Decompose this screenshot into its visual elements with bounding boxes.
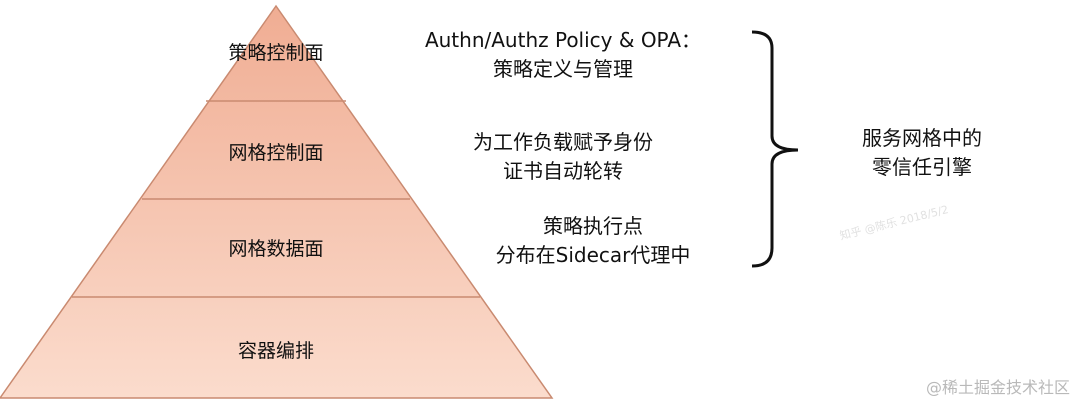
description-identity-line1: 为工作负载赋予身份 xyxy=(473,130,653,154)
pyramid-shape xyxy=(0,4,554,399)
description-policy-line2: 策略定义与管理 xyxy=(493,57,633,81)
layer-label-mesh-data: 网格数据面 xyxy=(228,238,324,260)
description-enforcement: 策略执行点 分布在Sidecar代理中 xyxy=(448,212,738,270)
summary-line1: 服务网格中的 xyxy=(862,126,982,150)
summary-text: 服务网格中的 零信任引擎 xyxy=(822,124,1022,182)
description-enforcement-line2: 分布在Sidecar代理中 xyxy=(495,243,691,267)
description-policy-line1: Authn/Authz Policy & OPA： xyxy=(424,28,702,52)
layer-label-mesh-control: 网格控制面 xyxy=(228,142,324,164)
summary-line2: 零信任引擎 xyxy=(872,155,972,179)
description-policy: Authn/Authz Policy & OPA： 策略定义与管理 xyxy=(388,26,738,84)
layer-label-policy-control: 策略控制面 xyxy=(228,42,324,64)
layer-label-container: 容器编排 xyxy=(237,340,314,362)
description-identity: 为工作负载赋予身份 证书自动轮转 xyxy=(438,128,688,186)
bracket-brace xyxy=(751,30,799,268)
description-identity-line2: 证书自动轮转 xyxy=(503,159,623,183)
description-enforcement-line1: 策略执行点 xyxy=(543,214,643,238)
site-watermark: @稀土掘金技术社区 xyxy=(925,378,1070,397)
